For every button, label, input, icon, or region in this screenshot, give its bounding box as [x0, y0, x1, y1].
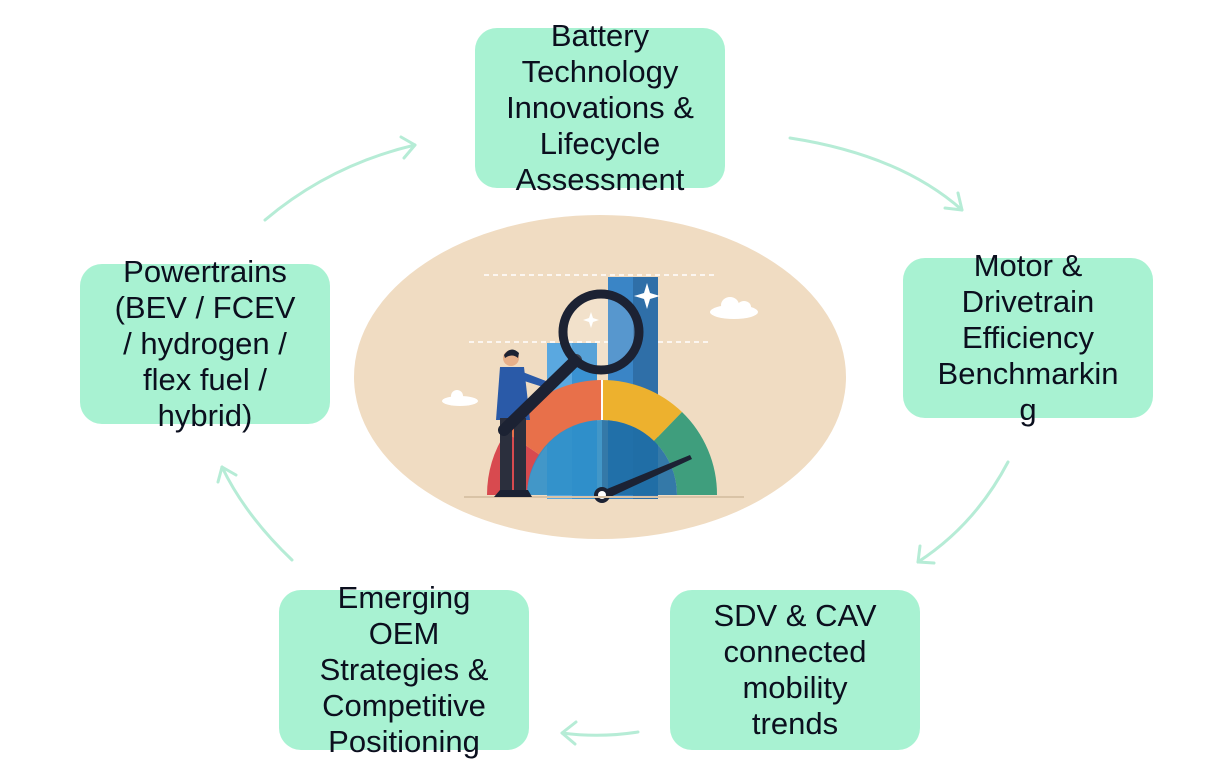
node-emerging-oem: Emerging OEM Strategies & Competitive Po… [279, 580, 529, 759]
node-motor-drivetrain: Motor & Drivetrain Efficiency Benchmarki… [903, 248, 1153, 427]
arrow-head [943, 191, 964, 212]
cloud-icon [710, 297, 758, 319]
gauge [487, 379, 718, 503]
arrow-sdv-to-oem [560, 730, 640, 737]
node-label: SDV & CAV connected mobility trends [713, 598, 877, 741]
node-label: Motor & Drivetrain Efficiency Benchmarki… [937, 248, 1119, 427]
node-battery-technology: Battery Technology Innovations & Lifecyc… [475, 18, 725, 197]
arrow-head [560, 720, 578, 746]
background-ellipse [354, 215, 846, 539]
node-label: Emerging OEM Strategies & Competitive Po… [319, 580, 489, 759]
sparkle-icon [583, 312, 599, 328]
arrow-motor-to-sdv [916, 460, 1010, 564]
arrow-head [916, 544, 936, 565]
node-powertrains: Powertrains (BEV / FCEV / hydrogen / fle… [80, 254, 330, 433]
arrow-oem-to-powertrains [220, 465, 294, 562]
cloud-icon [442, 390, 478, 406]
person-figure [494, 349, 546, 497]
arrow-head [216, 465, 238, 484]
arrow-battery-to-motor [788, 136, 964, 212]
analyst-magnifier-gauge-illustration [354, 215, 846, 539]
gauge-needle [602, 455, 692, 499]
node-sdv-cav: SDV & CAV connected mobility trends [670, 590, 920, 750]
magnifier-icon [498, 289, 644, 436]
sparkle-icon [634, 283, 660, 309]
arrow-head [399, 135, 417, 160]
arrow-powertrains-to-battery [263, 143, 417, 222]
node-label: Battery Technology Innovations & Lifecyc… [506, 18, 694, 197]
node-label: Powertrains (BEV / FCEV / hydrogen / fle… [114, 254, 296, 433]
